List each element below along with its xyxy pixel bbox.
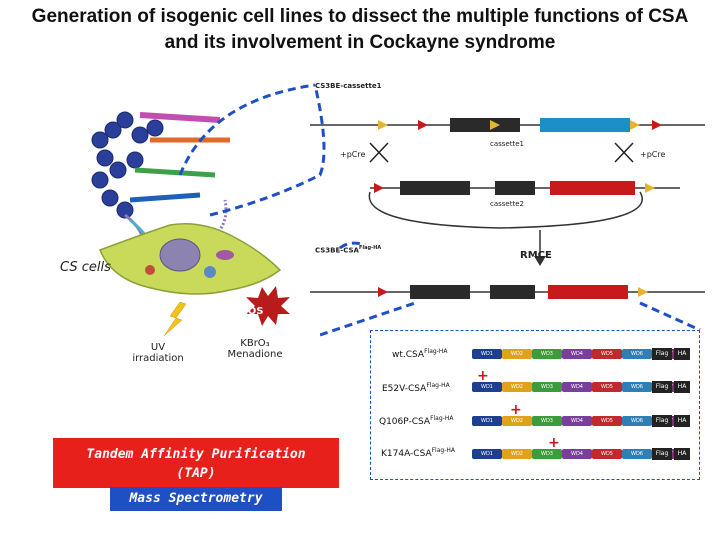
mutation-marker-icon: + (548, 435, 560, 451)
ros-label: ROS (240, 306, 264, 317)
variant-name: K174A-CSA (381, 449, 432, 459)
wd-domain: WD1 (472, 416, 502, 426)
wd-domain: WD2 (502, 382, 532, 392)
cs3be-csa-label: CS3BE-CSAFlag-HA (315, 245, 381, 254)
tag-box: HA (674, 381, 690, 393)
variant-label: wt.CSAFlag-HA (392, 348, 447, 360)
wd-domain: WD4 (562, 416, 592, 426)
wd-domain: WD4 (562, 349, 592, 359)
uv-irradiation-label: UV irradiation (132, 342, 184, 364)
tag-box: Flag (652, 348, 672, 360)
variant-name: Q106P-CSA (379, 417, 431, 427)
tag-box: HA (674, 415, 690, 427)
wd-domain: WD4 (562, 449, 592, 459)
wd-domain: WD2 (502, 449, 532, 459)
wd-domain: WD5 (592, 349, 622, 359)
kbro3-menadione-label: KBrO₃ Menadione (227, 338, 283, 360)
cs3be-csa-name: CS3BE-CSA (315, 246, 359, 255)
wd-domain: WD2 (502, 349, 532, 359)
variant-tag-sup: Flag-HA (426, 382, 450, 389)
variant-name: E52V-CSA (382, 384, 427, 394)
wd-domain: WD5 (592, 382, 622, 392)
zoom-arrows (178, 83, 366, 250)
variant-tag-sup: Flag-HA (430, 415, 454, 422)
page-title: Generation of isogenic cell lines to dis… (0, 4, 720, 56)
mutation-marker-icon: + (510, 402, 522, 418)
mutation-marker-icon: + (477, 368, 489, 384)
tag-box: Flag (652, 448, 672, 460)
rmce-label: RMCE (520, 250, 552, 261)
wd-domain: WD3 (532, 416, 562, 426)
wd-domain: WD3 (532, 382, 562, 392)
title-line-2: and its involvement in Cockayne syndrome (164, 32, 556, 53)
tap-label: Tandem Affinity Purification (TAP) (86, 447, 306, 481)
cassette1-label: cassette1 (490, 140, 524, 148)
wd-domain: WD5 (592, 449, 622, 459)
pcre-left-label: +pCre (340, 150, 366, 159)
wd-domain: WD6 (622, 382, 652, 392)
variants-panel (370, 330, 700, 480)
tag-box: HA (674, 348, 690, 360)
variant-label: E52V-CSAFlag-HA (382, 382, 450, 394)
construct-diagram (310, 118, 705, 299)
tag-box: Flag (652, 381, 672, 393)
cassette1-title: CS3BE-cassette1 (315, 82, 382, 90)
cs3be-csa-sup: Flag-HA (358, 245, 382, 251)
variant-label: K174A-CSAFlag-HA (381, 447, 455, 459)
variant-name: wt.CSA (392, 350, 425, 360)
title-line-1: Generation of isogenic cell lines to dis… (31, 6, 689, 27)
variant-tag-sup: Flag-HA (431, 447, 455, 454)
tag-box: Flag (652, 415, 672, 427)
wd-domain: WD3 (532, 449, 562, 459)
variant-label: Q106P-CSAFlag-HA (379, 415, 453, 427)
wd-domain: WD6 (622, 349, 652, 359)
mass-spectrometry-box: Mass Spectrometry (110, 487, 282, 511)
variant-tag-sup: Flag-HA (424, 348, 448, 355)
variant-zoom-lines (320, 301, 701, 337)
wd-domain: WD4 (562, 382, 592, 392)
wd-domain: WD2 (502, 416, 532, 426)
wd-domain: WD6 (622, 416, 652, 426)
wd-domain: WD3 (532, 349, 562, 359)
pcre-right-label: +pCre (640, 150, 666, 159)
wd-domain: WD1 (472, 382, 502, 392)
wd-domain: WD5 (592, 416, 622, 426)
wd-domain: WD1 (472, 449, 502, 459)
chromosome-illustration (91, 111, 290, 337)
tag-box: HA (674, 448, 690, 460)
cs-cells-label: CS cells (60, 260, 111, 275)
wd-domain: WD6 (622, 449, 652, 459)
cassette2-label: cassette2 (490, 200, 524, 208)
wd-domain: WD1 (472, 349, 502, 359)
tap-box: Tandem Affinity Purification (TAP) (53, 438, 339, 488)
